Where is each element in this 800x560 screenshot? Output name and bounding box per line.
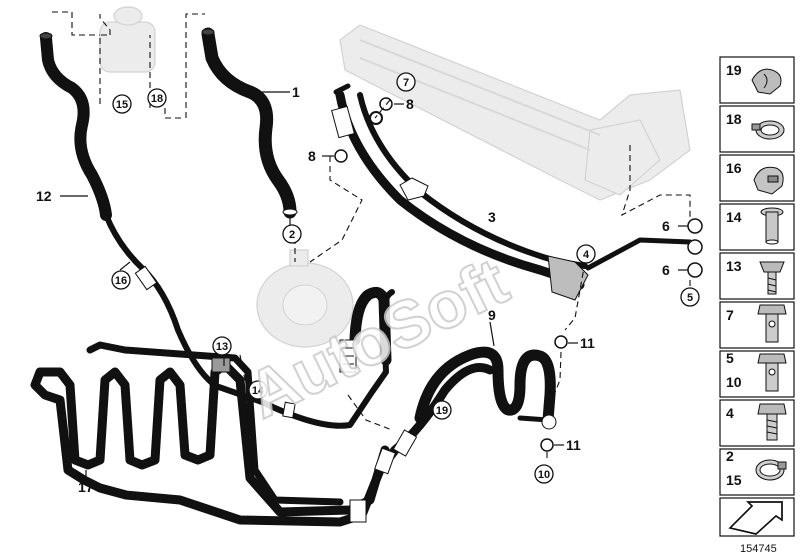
pressure-hose	[414, 346, 557, 430]
callout-14: 14	[248, 380, 268, 400]
callout-11b: 11	[566, 437, 581, 453]
callout-8b: 8	[308, 148, 316, 164]
callout-2: 2	[282, 224, 302, 244]
callout-16: 16	[111, 270, 131, 290]
callout-9: 9	[488, 307, 496, 323]
legend-7-text: 7	[726, 307, 734, 323]
legend-16-text: 16	[726, 160, 742, 176]
callout-5-text: 5	[687, 292, 693, 304]
legend-panel: 19 18 16 14 13	[719, 56, 795, 537]
callout-4-text: 4	[583, 249, 590, 261]
callout-4: 4	[576, 244, 596, 264]
pump-ghost	[256, 249, 354, 348]
legend-18-text: 18	[726, 111, 742, 127]
callout-11a: 11	[580, 335, 595, 351]
callout-14-text: 14	[252, 385, 265, 397]
arrow-icon	[728, 501, 783, 535]
legend-item-4: 4	[719, 399, 795, 447]
legend-14-text: 14	[726, 209, 742, 225]
callout-1: 1	[292, 84, 300, 100]
callout-13: 13	[212, 336, 232, 356]
callout-10-text: 10	[538, 469, 550, 481]
reservoir-ghost	[99, 6, 156, 73]
legend-item-7: 7	[719, 301, 795, 349]
legend-item-5-10: 5 10	[719, 350, 795, 398]
legend-item-2-15: 2 15	[719, 448, 795, 496]
callout-18: 18	[147, 88, 167, 108]
legend-2-text: 2	[726, 448, 734, 464]
callout-15: 15	[112, 94, 132, 114]
legend-item-14: 14	[719, 203, 795, 251]
callout-16b-text: 19	[436, 405, 448, 417]
legend-item-16: 16	[719, 154, 795, 202]
callout-13-text: 13	[216, 341, 228, 353]
callout-18-text: 18	[151, 93, 163, 105]
callout-16b: 19	[432, 400, 452, 420]
legend-10-text: 10	[726, 374, 742, 390]
callout-15-text: 15	[116, 99, 128, 111]
callout-6a: 6	[662, 218, 670, 234]
legend-item-19: 19	[719, 56, 795, 104]
legend-19-text: 19	[726, 62, 742, 78]
image-reference-number: 154745	[740, 543, 777, 555]
callout-3: 3	[488, 209, 496, 225]
callout-16-text: 16	[115, 275, 127, 287]
legend-item-18: 18	[719, 105, 795, 153]
callout-2-text: 2	[289, 229, 295, 241]
steering-gear-ghost	[339, 24, 691, 201]
return-hose	[39, 32, 112, 221]
legend-arrow	[719, 497, 795, 537]
legend-5-text: 5	[726, 350, 734, 366]
callout-12: 12	[36, 188, 52, 204]
callout-7: 7	[396, 72, 416, 92]
pump-feed-hose	[339, 286, 392, 373]
callout-6b: 6	[662, 262, 670, 278]
legend-15-text: 15	[726, 472, 742, 488]
suction-hose	[201, 27, 298, 219]
expansion-hose	[331, 83, 693, 301]
legend-item-13: 13	[719, 252, 795, 300]
callout-17: 17	[78, 479, 94, 495]
callout-8a: 8	[406, 96, 414, 112]
callout-10: 10	[534, 464, 554, 484]
leader-lines	[52, 11, 691, 485]
callouts: 1 2 3 4 5 6 6 7 8 8 9 10 11 11 12	[36, 72, 700, 495]
legend-4-text: 4	[726, 405, 734, 421]
callout-7-text: 7	[403, 77, 409, 89]
pipe-clamp	[211, 357, 231, 373]
callout-5: 5	[680, 287, 700, 307]
seal-rings	[334, 97, 703, 452]
legend-13-text: 13	[726, 258, 742, 274]
